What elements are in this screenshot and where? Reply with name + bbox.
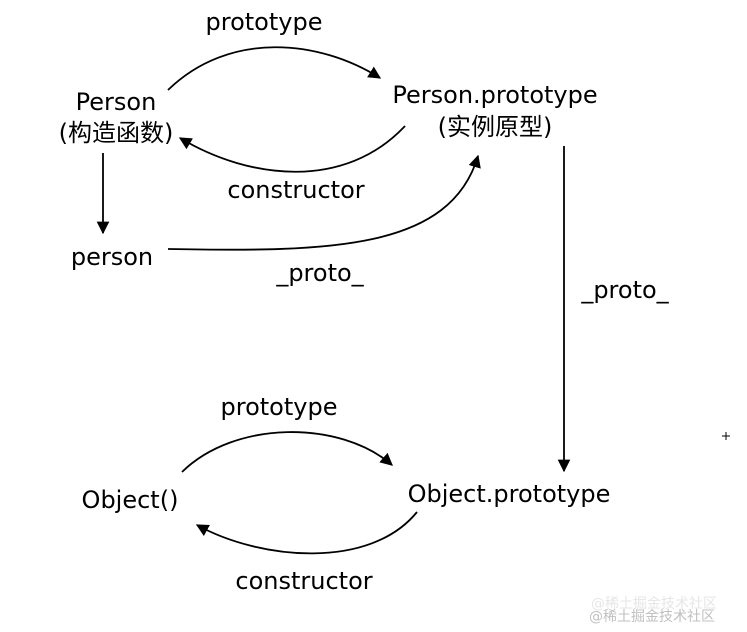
person-prototype-name: Person.prototype bbox=[392, 81, 597, 109]
person-constructor-arrow bbox=[178, 125, 406, 173]
person-prototype-label: prototype bbox=[206, 8, 323, 36]
object-constructor-arrow bbox=[195, 511, 418, 555]
person-instance-proto-label: _proto_ bbox=[275, 259, 364, 287]
person-instance-proto-arrow bbox=[167, 154, 481, 251]
person-constructor-label: constructor bbox=[227, 176, 364, 204]
person-constructor-caption: (构造函数) bbox=[59, 119, 174, 147]
object-prototype: Object.prototype bbox=[408, 480, 611, 508]
person-proto-to-object-proto-label: _proto_ bbox=[580, 276, 669, 304]
object-constructor-label: constructor bbox=[235, 567, 372, 595]
object-prototype-label: prototype bbox=[221, 393, 338, 421]
person-prototype-caption: (实例原型) bbox=[438, 113, 553, 141]
person-prototype-arrow bbox=[167, 46, 382, 91]
person-instance: person bbox=[71, 243, 153, 271]
watermark-back: @稀土掘金技术社区 bbox=[591, 596, 717, 612]
object-prototype-arrow bbox=[181, 431, 393, 473]
object-constructor: Object() bbox=[82, 486, 179, 514]
plus-marker-icon bbox=[722, 432, 730, 440]
person-constructor-name: Person bbox=[76, 88, 157, 116]
watermark-front: @稀土掘金技术社区 bbox=[589, 609, 715, 625]
